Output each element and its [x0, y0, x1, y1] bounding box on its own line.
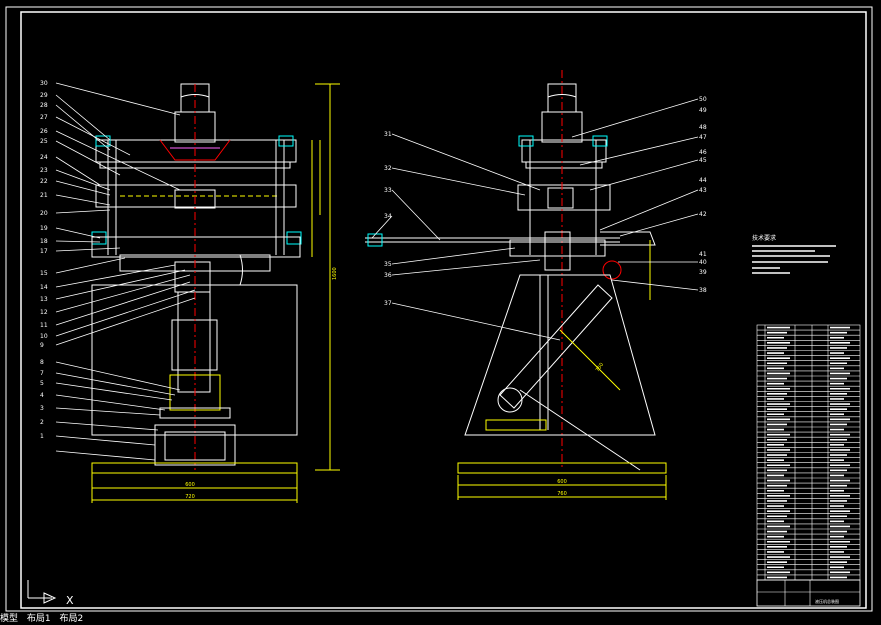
side-callout-number: 48: [699, 124, 707, 131]
sheet-inner-frame: [20, 11, 867, 609]
parts-list-table: [756, 324, 861, 581]
front-dim-inner: 600: [185, 482, 195, 488]
tab-layout-2[interactable]: 布局2: [59, 614, 84, 624]
front-callout-number: 5: [40, 380, 44, 387]
front-view: [55, 82, 340, 503]
front-callout-number: 15: [40, 270, 48, 277]
side-callout-number: 33: [384, 187, 392, 194]
side-callout-number: 40: [699, 259, 707, 266]
front-callout-number: 23: [40, 167, 48, 174]
front-callout-number: 29: [40, 92, 48, 99]
front-callout-number: 17: [40, 248, 48, 255]
front-callout-number: 14: [40, 284, 48, 291]
side-callout-number: 38: [699, 287, 707, 294]
tech-requirements-title: 技术要求: [752, 234, 776, 242]
front-callout-number: 13: [40, 296, 48, 303]
side-callout-number: 37: [384, 300, 392, 307]
front-callout-number: 20: [40, 210, 48, 217]
front-dim-width: 720: [185, 494, 195, 500]
side-callout-number: 46: [699, 149, 707, 156]
front-dim-height: 1600: [332, 267, 338, 280]
sheet-outer-border: [5, 6, 873, 612]
front-callout-number: 8: [40, 359, 44, 366]
front-view-callouts: 3029282726252423222120191817151413121110…: [40, 80, 48, 440]
front-callout-number: 26: [40, 128, 48, 135]
side-callout-number: 36: [384, 272, 392, 279]
front-callout-number: 2: [40, 419, 44, 426]
front-callout-number: 12: [40, 309, 48, 316]
front-callout-number: 28: [40, 102, 48, 109]
front-callout-number: 18: [40, 238, 48, 245]
front-callout-number: 11: [40, 322, 48, 329]
ucs-icon: X: [27, 580, 74, 607]
side-view: [365, 70, 699, 500]
tab-layout-1[interactable]: 布局1: [26, 614, 51, 624]
side-callout-number: 39: [699, 269, 707, 276]
side-callout-number: 42: [699, 211, 707, 218]
side-dim-arm: 750: [595, 362, 605, 373]
front-callout-number: 22: [40, 178, 48, 185]
side-callout-number: 49: [699, 107, 707, 114]
ucs-x-label: X: [66, 594, 74, 607]
front-callout-number: 21: [40, 192, 48, 199]
front-callout-number: 24: [40, 154, 48, 161]
side-callout-number: 47: [699, 134, 707, 141]
front-callout-number: 1: [40, 433, 44, 440]
front-callout-number: 30: [40, 80, 48, 87]
front-callout-number: 3: [40, 405, 44, 412]
front-callout-number: 27: [40, 114, 48, 121]
tech-requirements: 技术要求: [752, 234, 836, 274]
front-callout-number: 10: [40, 333, 48, 340]
side-callout-number: 34: [384, 213, 392, 220]
side-callout-number: 44: [699, 177, 707, 184]
front-callout-number: 4: [40, 392, 44, 399]
side-dim-width: 760: [557, 491, 567, 497]
front-callout-number: 25: [40, 138, 48, 145]
title-block: 液压机总装图: [756, 579, 861, 607]
side-callout-number: 32: [384, 165, 392, 172]
front-callout-number: 9: [40, 342, 44, 349]
side-callout-number: 35: [384, 261, 392, 268]
tab-model[interactable]: 模型: [0, 614, 19, 624]
title-block-drawing-title: 液压机总装图: [815, 598, 839, 604]
front-callout-number: 7: [40, 370, 44, 377]
front-callout-number: 19: [40, 225, 48, 232]
side-callout-number: 31: [384, 131, 392, 138]
side-callout-number: 43: [699, 187, 707, 194]
layout-tabs: 模型 布局1 布局2: [0, 614, 881, 625]
side-callout-number: 45: [699, 157, 707, 164]
side-callout-number: 41: [699, 251, 707, 258]
side-callout-number: 50: [699, 96, 707, 103]
side-dim-inner: 600: [557, 479, 567, 485]
